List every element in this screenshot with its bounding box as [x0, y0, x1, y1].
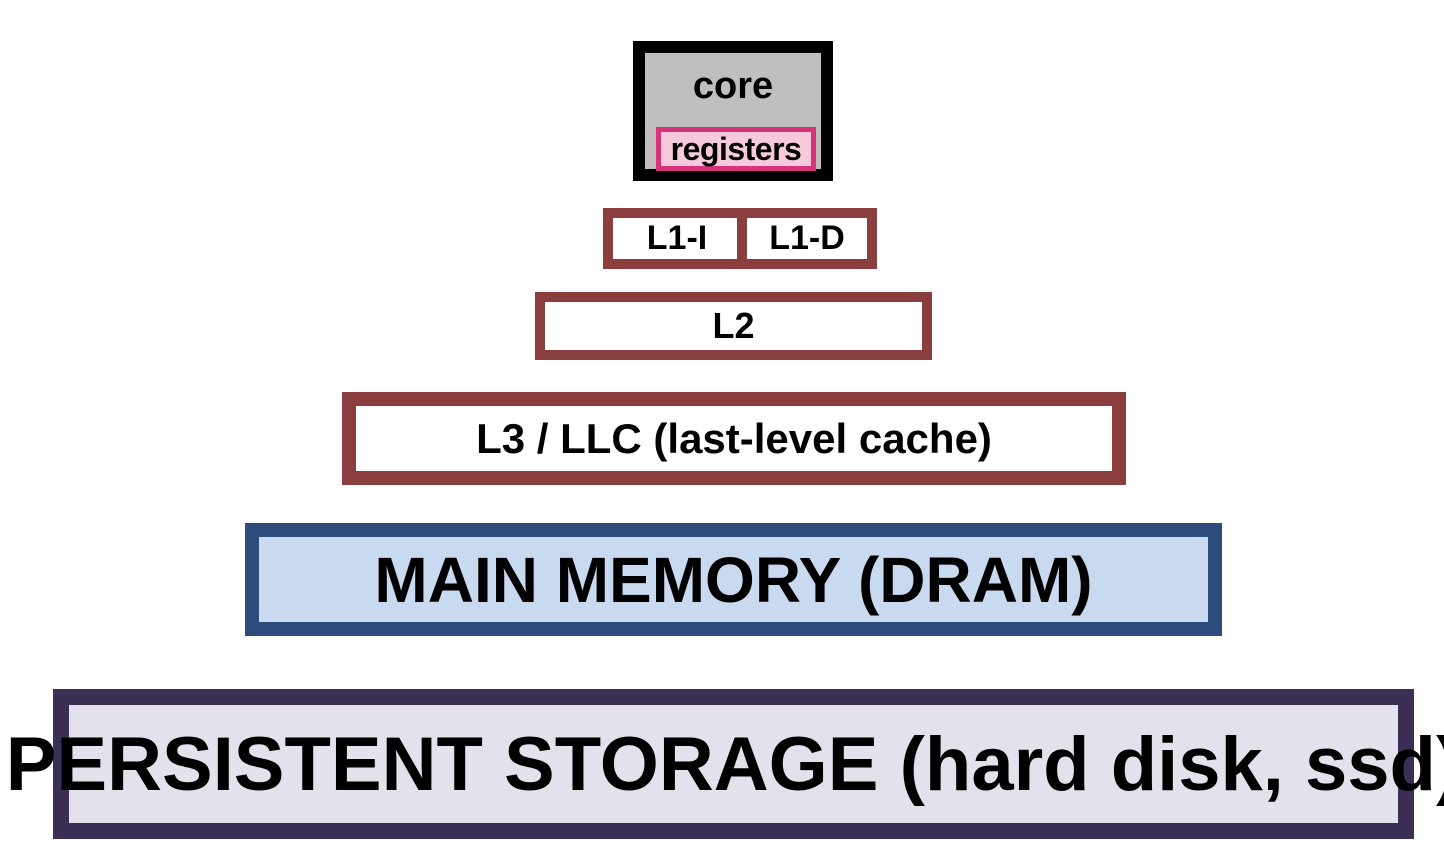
l1-data-cache: L1-D — [737, 208, 877, 269]
main-memory: MAIN MEMORY (DRAM) — [245, 523, 1222, 636]
core-label: core — [692, 65, 774, 107]
l1-instruction-cache: L1-I — [603, 208, 751, 269]
l2-cache: L2 — [535, 292, 932, 360]
core-block: core registers — [633, 41, 833, 181]
persistent-storage: PERSISTENT STORAGE (hard disk, ssd) — [6, 689, 1444, 839]
l3-cache: L3 / LLC (last-level cache) — [342, 392, 1126, 485]
registers-block: registers — [656, 127, 816, 171]
